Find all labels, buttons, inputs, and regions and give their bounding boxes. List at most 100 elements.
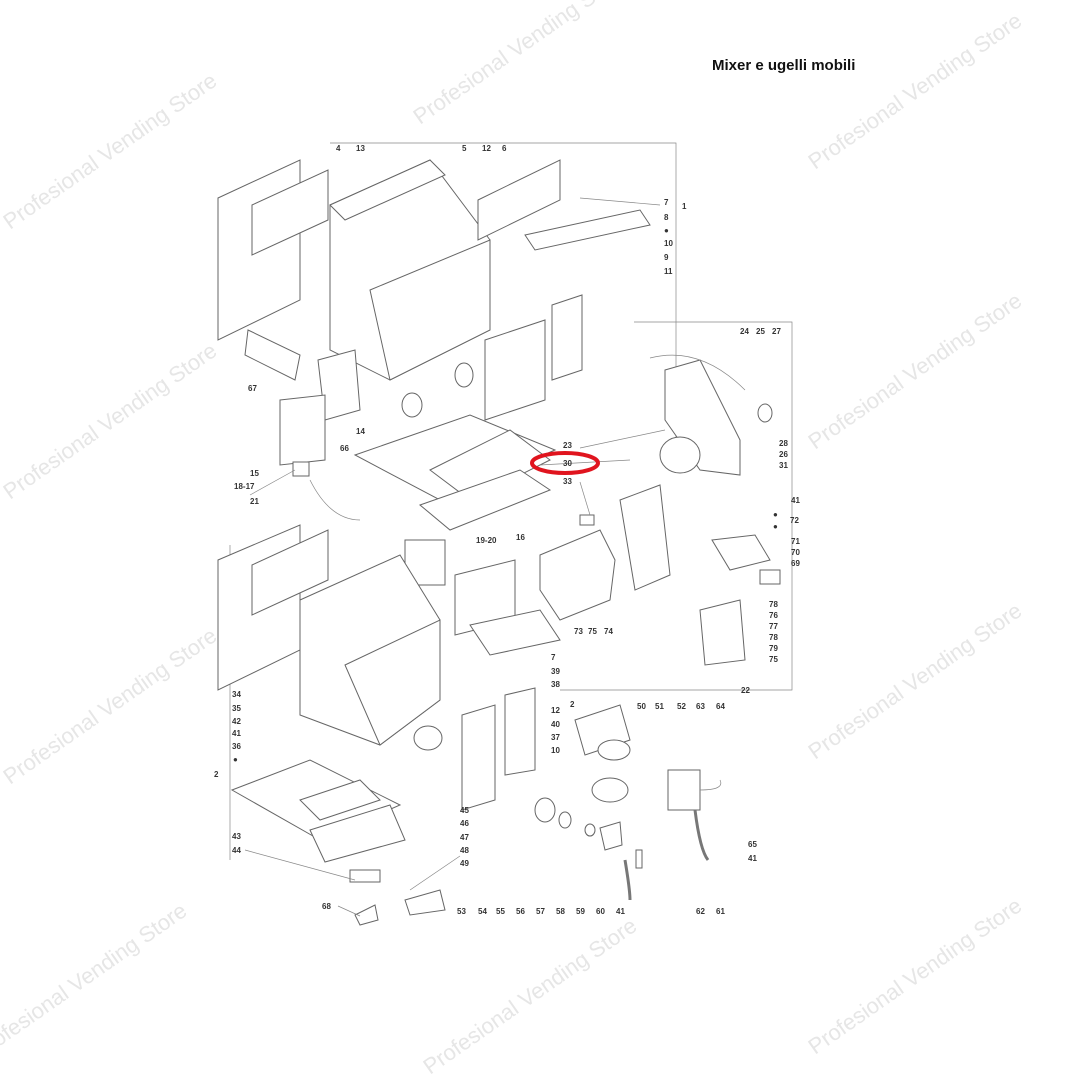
- part-label-43: 43: [232, 832, 241, 841]
- part-label-19-20: 19-20: [476, 536, 497, 545]
- part-label-15: 15: [250, 469, 259, 478]
- part-label-37: 37: [551, 733, 560, 742]
- part-label-60: 60: [596, 907, 605, 916]
- part-label-36: 36: [232, 742, 241, 751]
- part-label-61: 61: [716, 907, 725, 916]
- part-label-72: 72: [790, 516, 799, 525]
- part-label-39: 39: [551, 667, 560, 676]
- part-label-14: 14: [356, 427, 365, 436]
- part-label-12: 12: [551, 706, 560, 715]
- part-label-42: 42: [232, 717, 241, 726]
- part-label-4: 4: [336, 144, 341, 153]
- mixer-support: [619, 484, 671, 591]
- part-label-65: 65: [748, 840, 757, 849]
- part-label-78: 78: [769, 633, 778, 642]
- part-label-7: 7: [664, 198, 669, 207]
- part-label-56: 56: [516, 907, 525, 916]
- part-label-44: 44: [232, 846, 241, 855]
- part-label-54: 54: [478, 907, 487, 916]
- part-label-31: 31: [779, 461, 788, 470]
- part-label-53: 53: [457, 907, 466, 916]
- highlight-ring: [530, 451, 600, 475]
- part-label-64: 64: [716, 702, 725, 711]
- part-label-41: 41: [791, 496, 800, 505]
- part-label-68: 68: [322, 902, 331, 911]
- part-label-71: 71: [791, 537, 800, 546]
- parts-drawing: [217, 142, 793, 926]
- part-label-7: 7: [551, 653, 556, 662]
- part-label-40: 40: [551, 720, 560, 729]
- part-label-9: 9: [664, 253, 669, 262]
- part-label-dot: ●: [773, 522, 778, 531]
- watermark-text: Profesional Vending Store: [0, 68, 221, 234]
- part-label-74: 74: [604, 627, 613, 636]
- part-label-5: 5: [462, 144, 467, 153]
- watermark-text: Profesional Vending Store: [0, 338, 221, 504]
- part-label-10: 10: [664, 239, 673, 248]
- part-label-51: 51: [655, 702, 664, 711]
- part-label-75: 75: [769, 655, 778, 664]
- part-label-48: 48: [460, 846, 469, 855]
- part-label-41: 41: [748, 854, 757, 863]
- part-label-1: 1: [682, 202, 687, 211]
- part-label-10: 10: [551, 746, 560, 755]
- part-label-18-17: 18-17: [234, 482, 255, 491]
- part-label-66: 66: [340, 444, 349, 453]
- part-label-79: 79: [769, 644, 778, 653]
- part-label-62: 62: [696, 907, 705, 916]
- watermark-text: Profesional Vending Store: [419, 913, 642, 1079]
- part-label-38: 38: [551, 680, 560, 689]
- part-label-33: 33: [563, 477, 572, 486]
- part-label-67: 67: [248, 384, 257, 393]
- diagram-title: Mixer e ugelli mobili: [712, 57, 856, 74]
- mixer-motor: [667, 769, 701, 811]
- part-label-52: 52: [677, 702, 686, 711]
- part-label-75: 75: [588, 627, 597, 636]
- part-label-58: 58: [556, 907, 565, 916]
- part-label-63: 63: [696, 702, 705, 711]
- part-label-28: 28: [779, 439, 788, 448]
- part-label-77: 77: [769, 622, 778, 631]
- part-label-49: 49: [460, 859, 469, 868]
- part-label-22: 22: [741, 686, 750, 695]
- part-label-13: 13: [356, 144, 365, 153]
- part-label-76: 76: [769, 611, 778, 620]
- part-label-50: 50: [637, 702, 646, 711]
- part-label-41: 41: [232, 729, 241, 738]
- watermark-text: Profesional Vending Store: [804, 288, 1027, 454]
- part-label-dot: ●: [773, 510, 778, 519]
- part-label-78: 78: [769, 600, 778, 609]
- watermark-text: Profesional Vending Store: [409, 0, 632, 129]
- watermark-text: Profesional Vending Store: [0, 898, 191, 1064]
- part-label-2: 2: [214, 770, 219, 779]
- part-label-6: 6: [502, 144, 507, 153]
- watermark-text: Profesional Vending Store: [804, 8, 1027, 174]
- part-label-59: 59: [576, 907, 585, 916]
- part-label-47: 47: [460, 833, 469, 842]
- part-label-12: 12: [482, 144, 491, 153]
- part-label-21: 21: [250, 497, 259, 506]
- part-label-70: 70: [791, 548, 800, 557]
- part-label-24: 24: [740, 327, 749, 336]
- part-label-45: 45: [460, 806, 469, 815]
- part-label-16: 16: [516, 533, 525, 542]
- watermark-text: Profesional Vending Store: [0, 623, 221, 789]
- part-label-55: 55: [496, 907, 505, 916]
- part-label-46: 46: [460, 819, 469, 828]
- part-label-dot: ●: [664, 226, 669, 235]
- watermark-text: Profesional Vending Store: [804, 598, 1027, 764]
- part-label-23: 23: [563, 441, 572, 450]
- part-label-69: 69: [791, 559, 800, 568]
- part-label-57: 57: [536, 907, 545, 916]
- part-label-11: 11: [664, 267, 673, 276]
- part-label-41: 41: [616, 907, 625, 916]
- watermark-text: Profesional Vending Store: [804, 893, 1027, 1059]
- part-label-2: 2: [570, 700, 575, 709]
- part-label-27: 27: [772, 327, 781, 336]
- part-label-30: 30: [563, 459, 572, 468]
- part-label-25: 25: [756, 327, 765, 336]
